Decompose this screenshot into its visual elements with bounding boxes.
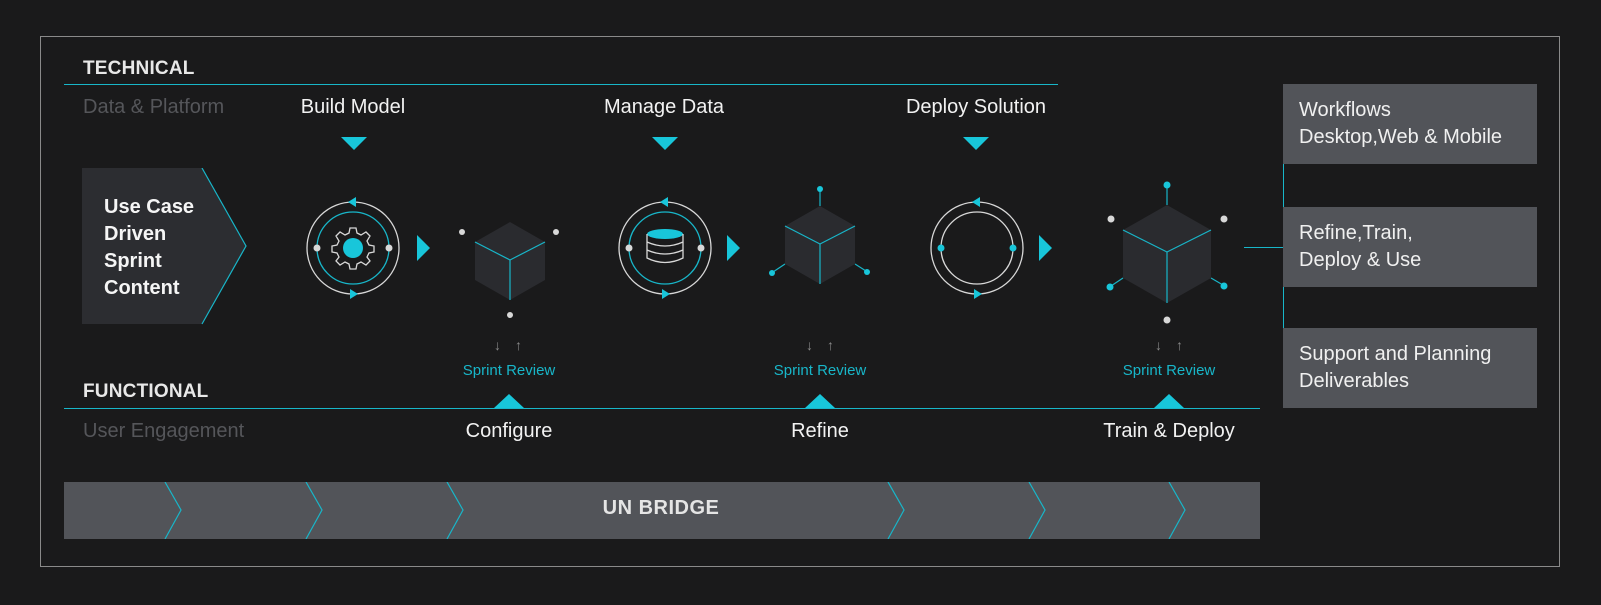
flow-arrow-icon xyxy=(727,235,740,261)
gear-cycle-icon xyxy=(306,197,400,299)
output-line: Desktop,Web & Mobile xyxy=(1299,126,1503,148)
step-refine: Refine xyxy=(791,420,849,442)
use-case-line: Sprint xyxy=(104,250,162,272)
sprint-review-label: Sprint Review xyxy=(773,362,867,379)
exchange-arrows-icon: ↓↑ xyxy=(1155,337,1197,353)
diagram-frame xyxy=(40,36,1560,567)
output-box-refine: Refine,Train, Deploy & Use xyxy=(1283,207,1537,287)
use-case-label: Use Case Driven Sprint Content xyxy=(104,194,194,302)
cube-icon xyxy=(1106,181,1228,324)
step-configure: Configure xyxy=(465,420,553,442)
use-case-line: Content xyxy=(104,277,180,299)
output-box-workflows: Workflows Desktop,Web & Mobile xyxy=(1283,84,1537,164)
step-train-deploy: Train & Deploy xyxy=(1103,420,1235,442)
use-case-chevron xyxy=(82,168,247,325)
pointer-up-icon xyxy=(805,394,835,408)
use-case-line: Use Case xyxy=(104,196,195,218)
bridge-label: UN BRIDGE xyxy=(602,497,720,519)
cube-icon xyxy=(769,186,870,284)
functional-line xyxy=(64,408,1260,409)
functional-title: FUNCTIONAL xyxy=(83,381,209,402)
sprint-review-label: Sprint Review xyxy=(462,362,556,379)
exchange-arrows-icon: ↓↑ xyxy=(494,337,536,353)
technical-subtitle: Data & Platform xyxy=(83,96,225,118)
connector-line xyxy=(1244,247,1284,248)
pointer-down-icon xyxy=(652,137,678,150)
use-case-line: Driven xyxy=(104,223,167,245)
output-line: Support and Planning xyxy=(1299,343,1492,365)
step-deploy-solution: Deploy Solution xyxy=(905,96,1047,118)
technical-line xyxy=(64,84,1058,85)
output-line: Refine,Train, xyxy=(1299,222,1413,244)
database-cycle-icon xyxy=(618,197,712,299)
flow-arrow-icon xyxy=(417,235,430,261)
pointer-down-icon xyxy=(963,137,989,150)
functional-subtitle: User Engagement xyxy=(83,420,245,442)
sprint-review-label: Sprint Review xyxy=(1122,362,1216,379)
pointer-down-icon xyxy=(341,137,367,150)
exchange-arrows-icon: ↓↑ xyxy=(806,337,848,353)
cube-icon xyxy=(459,222,559,318)
output-line: Deploy & Use xyxy=(1299,249,1422,271)
step-manage-data: Manage Data xyxy=(603,96,725,118)
output-line: Workflows xyxy=(1299,99,1391,121)
pointer-up-icon xyxy=(1154,394,1184,408)
flow-arrow-icon xyxy=(1039,235,1052,261)
bridge-bar xyxy=(64,482,1260,539)
output-line: Deliverables xyxy=(1299,370,1410,392)
technical-title: TECHNICAL xyxy=(83,58,195,79)
pointer-up-icon xyxy=(494,394,524,408)
output-box-support: Support and Planning Deliverables xyxy=(1283,328,1537,408)
step-build-model: Build Model xyxy=(300,96,406,118)
circle-cycle-icon xyxy=(930,197,1024,299)
